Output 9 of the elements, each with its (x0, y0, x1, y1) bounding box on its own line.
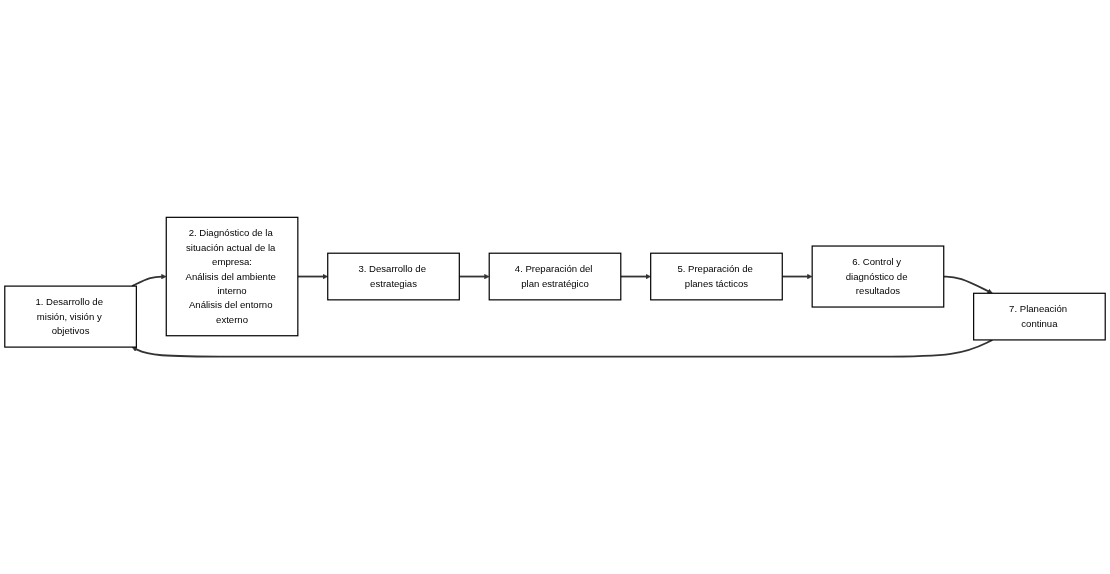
node-box: 5. Preparación de planes tácticos (650, 252, 783, 301)
node-box: 1. Desarrollo de misión, visión y objetivos (4, 285, 137, 348)
node-box: 6. Control y diagnóstico de resultados (811, 245, 945, 308)
node-box: 3. Desarrollo de estrategias (327, 252, 460, 301)
arrow (131, 273, 167, 287)
node-box: 2. Diagnóstico de la situación actual de la empresa: Análisis del ambiente interno Análisis del entorno externo (165, 216, 299, 337)
node-box: 7. Planeación continua (973, 292, 1106, 341)
arrow (131, 339, 994, 358)
node-box: 4. Preparación del plan estratégico (488, 252, 622, 301)
